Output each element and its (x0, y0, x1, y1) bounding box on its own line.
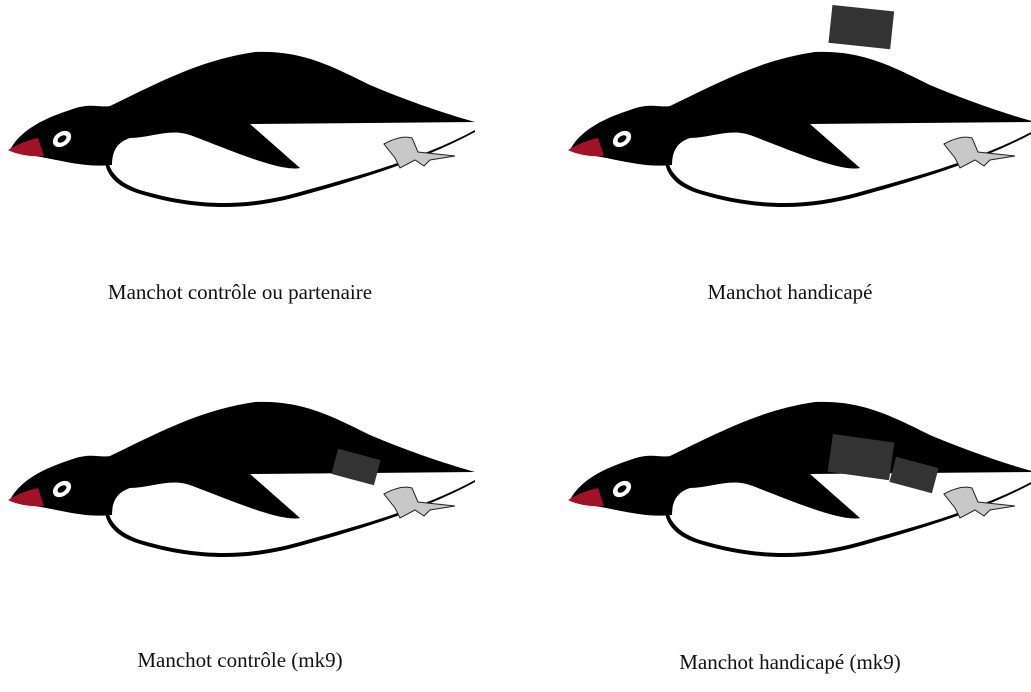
penguin-illustration (0, 350, 480, 560)
caption-handicapped: Manchot handicapé (620, 280, 960, 305)
caption-handicapped-mk9: Manchot handicapé (mk9) (620, 650, 960, 675)
caption-control-mk9: Manchot contrôle (mk9) (70, 648, 410, 673)
caption-control-partner: Manchot contrôle ou partenaire (70, 280, 410, 305)
penguin-illustration (0, 10, 480, 210)
penguin-illustration (560, 0, 1031, 210)
penguin-illustration (560, 350, 1031, 560)
large-logger-device (828, 5, 894, 49)
